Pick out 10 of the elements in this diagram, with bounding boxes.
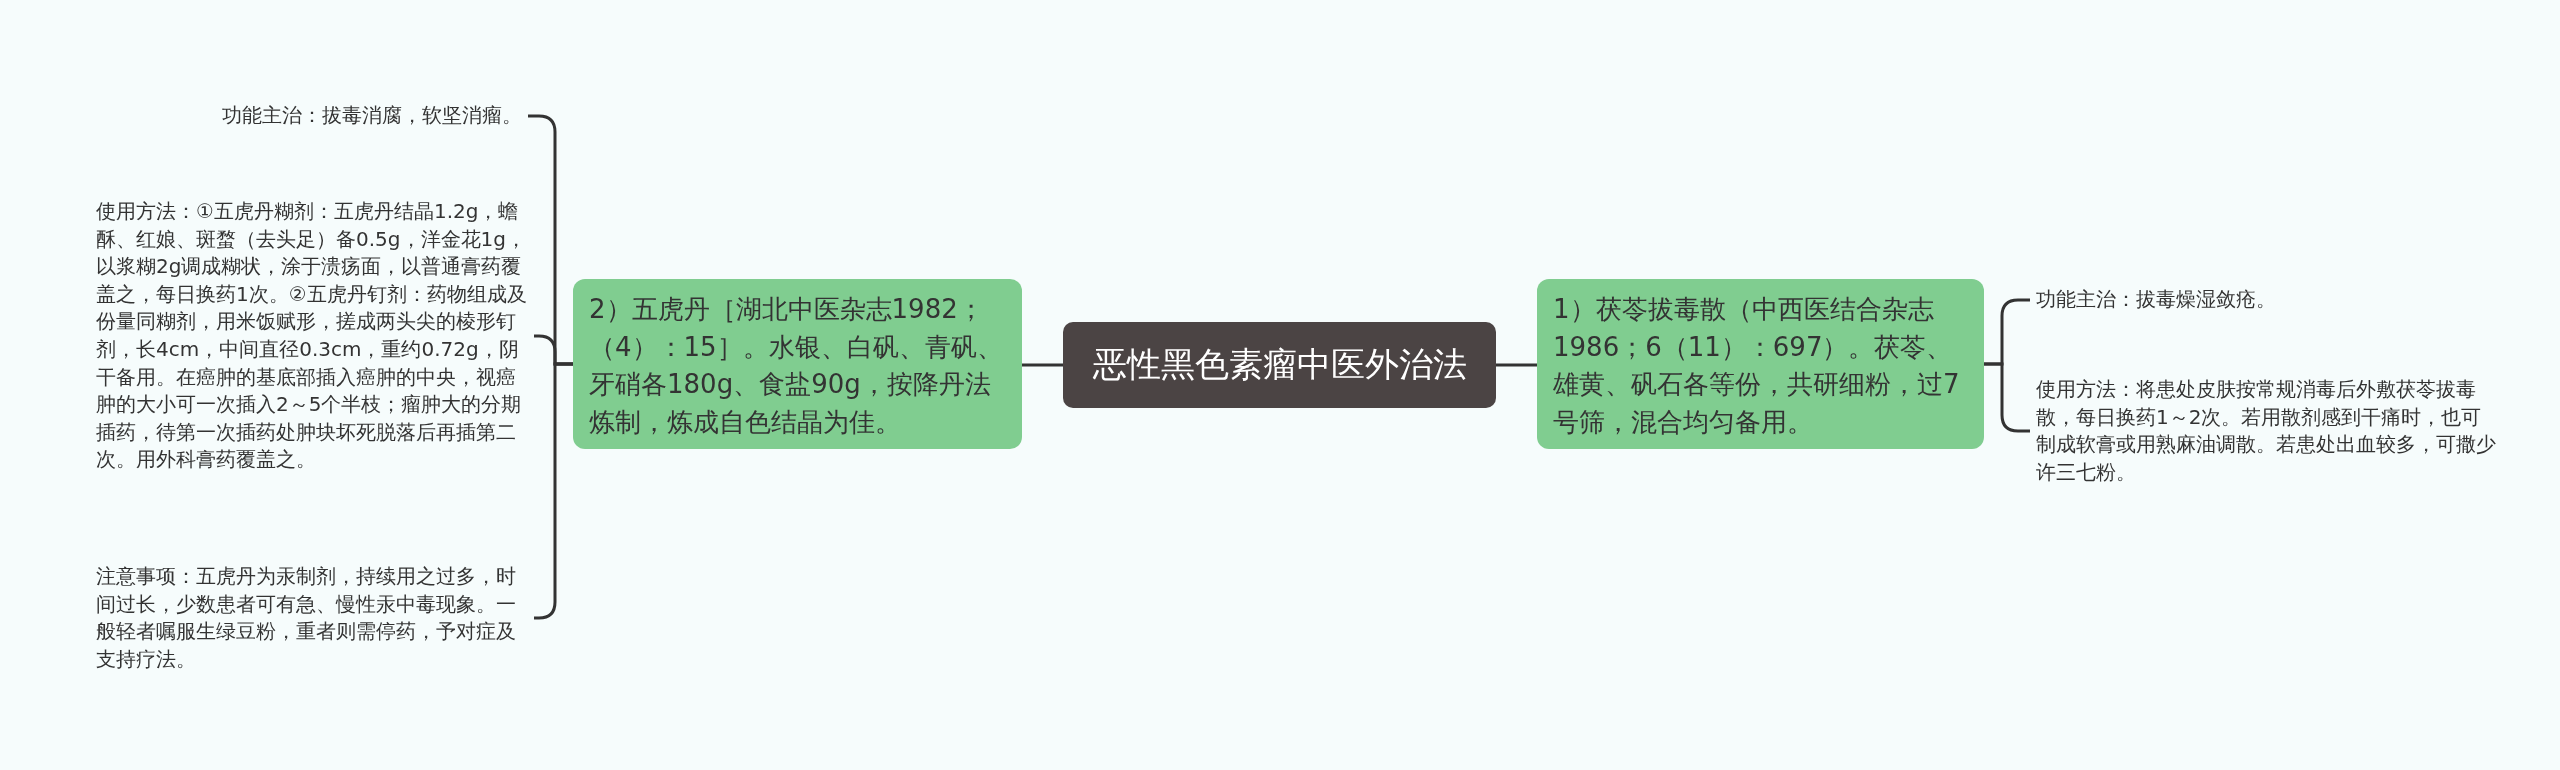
note-text: 使用方法：①五虎丹糊剂：五虎丹结晶1.2g，蟾酥、红娘、斑蝥（去头足）备0.5g，洋金花1g，以浆糊2g调成糊状，涂于溃疡面，以普通膏药覆盖之，每日换药1次。②五虎丹钉剂：药物组成及份量同糊剂，用米饭赋形，搓成两头尖的棱形钉剂，长4cm，中间直径0.3cm，重约0.72g，阴干备用。在癌肿的基底部插入癌肿的中央，视癌肿的大小可一次插入2～5个半枝；瘤肿大的分期插药，待第一次插药处肿块坏死脱落后再插第二次。用外科膏药覆盖之。 xyxy=(96,198,528,474)
connector-line xyxy=(1496,363,1537,367)
branch-box: 1）茯苓拔毒散（中西医结合杂志1986；6（11）：697）。茯苓、雄黄、矾石各等份，共研细粉，过7号筛，混合均匀备用。 xyxy=(1537,279,1984,449)
branch-box: 2）五虎丹［湖北中医杂志1982；（4）：15］。水银、白矾、青矾、牙硝各180g、食盐90g，按降丹法炼制，炼成自色结晶为佳。 xyxy=(573,279,1022,449)
connector-line xyxy=(1022,363,1063,367)
note-text: 功能主治：拔毒燥湿敛疮。 xyxy=(2036,286,2486,314)
note-text: 功能主治：拔毒消腐，软坚消瘤。 xyxy=(96,102,522,130)
note-text: 注意事项：五虎丹为汞制剂，持续用之过多，时间过长，少数患者可有急、慢性汞中毒现象。一般轻者嘱服生绿豆粉，重者则需停药，予对症及支持疗法。 xyxy=(96,563,528,674)
note-text: 使用方法：将患处皮肤按常规消毒后外敷茯苓拔毒散，每日换药1～2次。若用散剂感到干痛时，也可制成软膏或用熟麻油调散。若患处出血较多，可撒少许三七粉。 xyxy=(2036,376,2496,487)
topic-box: 恶性黑色素瘤中医外治法 xyxy=(1063,322,1496,408)
